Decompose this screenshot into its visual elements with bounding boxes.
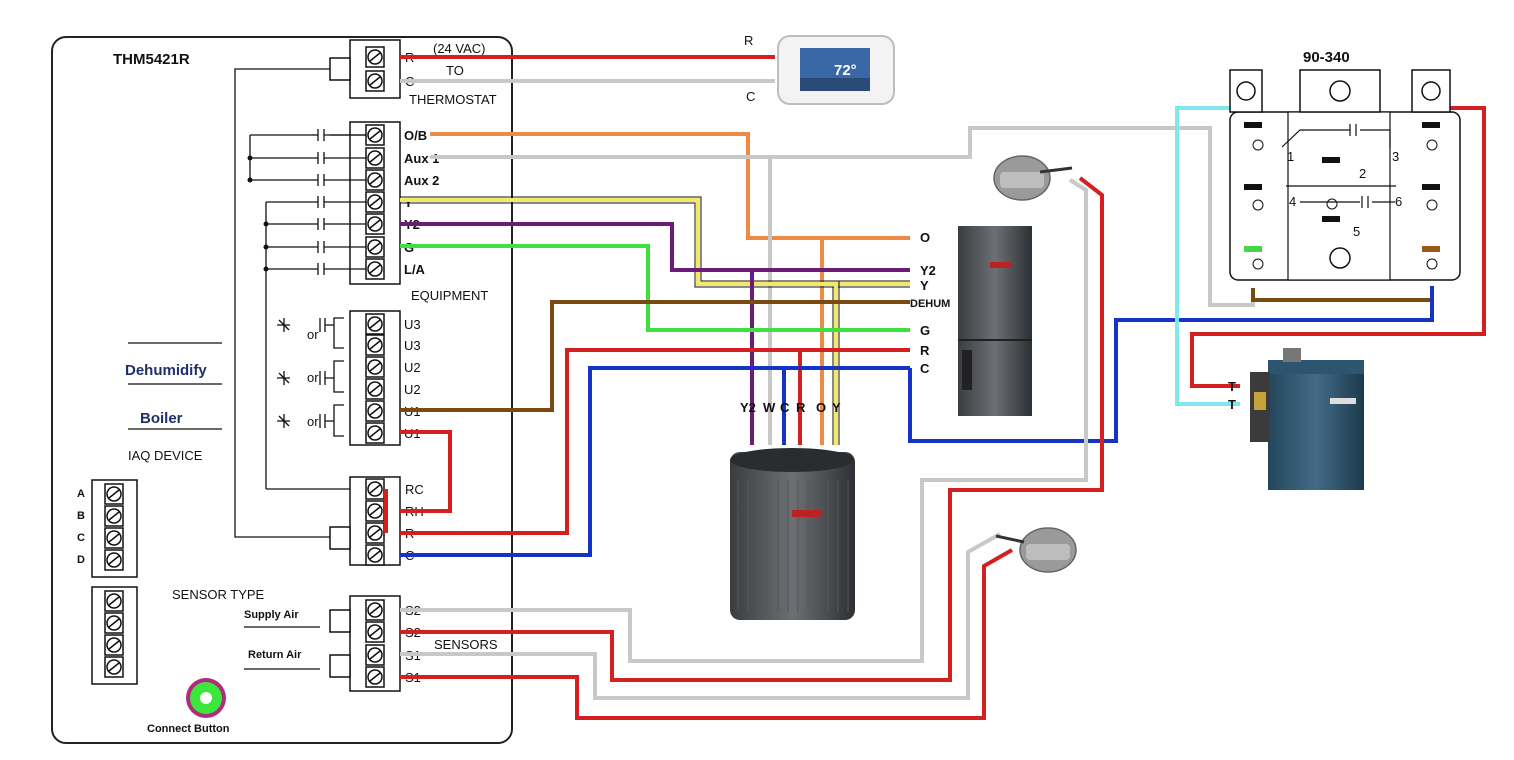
power-terminal-block (329, 476, 401, 566)
cond-term-o: O (816, 400, 826, 415)
condenser-unit (730, 448, 855, 620)
sensor-terminal-block (329, 595, 401, 692)
connect-button-label: Connect Button (147, 723, 230, 735)
relay-num-3: 3 (1392, 149, 1399, 164)
to-label: TO (446, 63, 464, 78)
thermostat-c-label: C (746, 89, 755, 104)
ah-term-g: G (920, 323, 930, 338)
iaq-device-label: IAQ DEVICE (128, 448, 203, 463)
cond-term-w: W (763, 400, 776, 415)
thermostat-label: THERMOSTAT (409, 92, 497, 107)
term-u2a: U2 (404, 360, 421, 375)
or-label-2: or (307, 370, 319, 385)
sensors-label: SENSORS (434, 637, 498, 652)
term-ob: O/B (404, 128, 427, 143)
ah-term-y2: Y2 (920, 263, 936, 278)
controller-model: THM5421R (113, 51, 190, 68)
or-label-3: or (307, 414, 319, 429)
supply-air-label: Supply Air (244, 609, 299, 621)
sensor-type-block (91, 586, 138, 685)
thermostat-device (777, 35, 895, 105)
term-d: D (77, 554, 85, 566)
ah-term-c: C (920, 361, 930, 376)
cond-term-y: Y (832, 400, 841, 415)
boiler-term-t1: T (1228, 379, 1236, 394)
relay-num-5: 5 (1353, 224, 1360, 239)
boiler-unit (1250, 348, 1364, 490)
term-u2b: U2 (404, 382, 421, 397)
term-rc: RC (405, 482, 424, 497)
ah-term-o: O (920, 230, 930, 245)
u-terminal-block (277, 310, 401, 446)
relay-model: 90-340 (1303, 49, 1350, 66)
thermostat-temp: 72° (834, 62, 857, 79)
dehumidify-label: Dehumidify (125, 362, 207, 379)
relay-num-2: 2 (1359, 166, 1366, 181)
thermostat-terminal-block (234, 39, 401, 538)
term-la: L/A (404, 262, 426, 277)
term-aux2: Aux 2 (404, 173, 439, 188)
wires (384, 55, 1486, 720)
vac-label: (24 VAC) (433, 41, 486, 56)
ah-term-y: Y (920, 278, 929, 293)
connect-button[interactable] (186, 678, 226, 718)
equipment-label: EQUIPMENT (411, 288, 488, 303)
supply-air-sensor (993, 155, 1073, 201)
relay-num-6: 6 (1395, 194, 1402, 209)
air-handler (958, 226, 1032, 416)
term-u3b: U3 (404, 338, 421, 353)
ah-term-dehum: DEHUM (910, 298, 950, 310)
relay-90-340 (1229, 69, 1461, 281)
or-label-1: or (307, 327, 319, 342)
relay-num-1: 1 (1287, 149, 1294, 164)
thermostat-r-label: R (744, 33, 753, 48)
return-air-sensor (995, 527, 1077, 573)
equipment-terminal-block (247, 121, 401, 490)
boiler-label: Boiler (140, 410, 183, 427)
term-c-abcd: C (77, 532, 85, 544)
return-air-label: Return Air (248, 649, 302, 661)
relay-num-4: 4 (1289, 194, 1296, 209)
cond-term-r: R (796, 400, 806, 415)
term-aux1: Aux 1 (404, 151, 439, 166)
term-a: A (77, 488, 85, 500)
cond-term-c: C (780, 400, 790, 415)
term-u3a: U3 (404, 317, 421, 332)
abcd-terminal-block (91, 479, 138, 578)
cond-term-y2: Y2 (740, 400, 756, 415)
sensor-type-label: SENSOR TYPE (172, 587, 265, 602)
term-b: B (77, 510, 85, 522)
ah-term-r: R (920, 343, 930, 358)
boiler-term-t2: T (1228, 397, 1236, 412)
